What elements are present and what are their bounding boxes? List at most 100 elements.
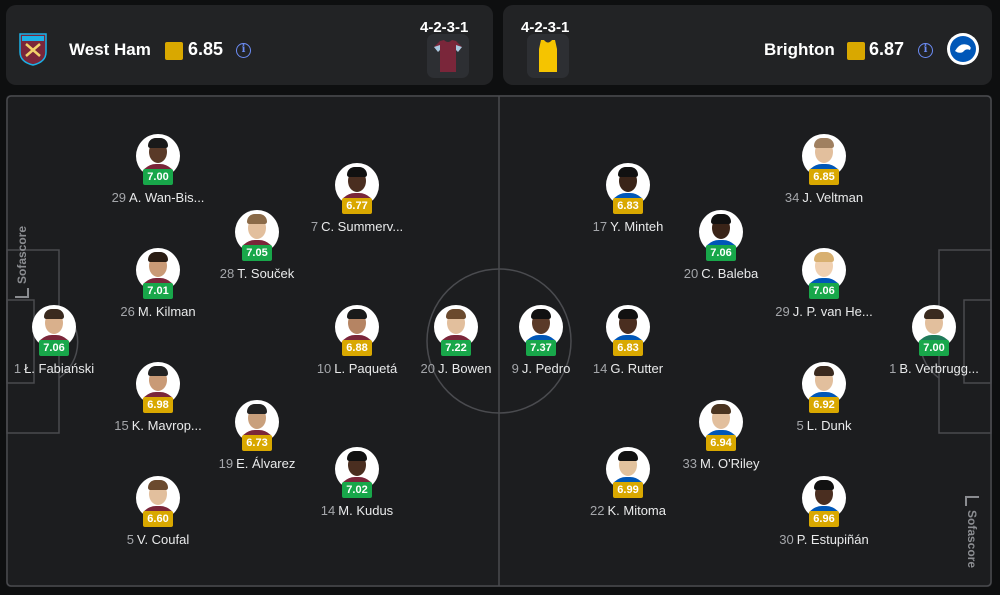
player-rating: 6.85 <box>809 169 839 185</box>
home-team-rating: 6.85 <box>188 39 224 59</box>
player-number: 26 <box>120 304 135 319</box>
player-number: 34 <box>784 190 800 205</box>
player-number: 17 <box>592 219 608 234</box>
info-icon[interactable]: i <box>918 43 933 58</box>
player-rating: 6.94 <box>706 435 736 451</box>
player-rating: 6.73 <box>242 435 272 451</box>
player-name: M. Kilman <box>137 304 196 319</box>
home-team-name[interactable]: West Ham <box>69 40 151 59</box>
player-number: 30 <box>779 532 794 547</box>
player-number: 1 <box>889 361 897 376</box>
player-name: B. Verbrugg... <box>899 361 979 376</box>
away-rating-color-box <box>847 42 865 60</box>
player-rating: 7.00 <box>919 340 949 356</box>
player-name: J. Veltman <box>802 190 864 205</box>
player-number: 19 <box>218 456 234 471</box>
player-rating: 6.96 <box>809 511 839 527</box>
west-ham-crest-icon[interactable] <box>16 32 50 66</box>
home-shirt-icon <box>427 34 469 78</box>
player-name: Ł. Fabiański <box>24 361 95 376</box>
player-rating: 7.37 <box>526 340 556 356</box>
player-name: P. Estupiñán <box>796 532 869 547</box>
player-rating: 6.99 <box>613 482 643 498</box>
player-name: C. Summerv... <box>321 219 404 234</box>
player-rating: 7.06 <box>39 340 69 356</box>
player-number: 22 <box>590 503 605 518</box>
sofascore-watermark: Sofascore <box>15 226 30 299</box>
player-number: 14 <box>320 503 336 518</box>
player-rating: 7.02 <box>342 482 372 498</box>
pitch-lines <box>6 95 992 587</box>
player-name: L. Dunk <box>806 418 852 433</box>
player-rating: 7.00 <box>143 169 173 185</box>
away-team-name[interactable]: Brighton <box>764 40 835 59</box>
home-team-header: West Ham 6.85 i 4-2-3-1 <box>6 5 493 85</box>
player-name: J. P. van He... <box>792 304 873 319</box>
info-icon[interactable]: i <box>236 43 251 58</box>
player-name: M. Kudus <box>338 503 394 518</box>
player-rating: 6.83 <box>613 198 643 214</box>
away-shirt-icon <box>527 34 569 78</box>
player-rating: 7.05 <box>242 245 272 261</box>
player-rating: 6.77 <box>342 198 372 214</box>
player-number: 7 <box>310 219 319 234</box>
player-rating: 7.06 <box>706 245 736 261</box>
home-rating-color-box <box>165 42 183 60</box>
player-name: J. Pedro <box>521 361 571 376</box>
player-name: C. Baleba <box>701 266 759 281</box>
sofascore-watermark: Sofascore <box>965 495 980 568</box>
player-number: 15 <box>114 418 129 433</box>
home-formation: 4-2-3-1 <box>420 19 469 36</box>
player-rating: 6.60 <box>143 511 173 527</box>
player-name: Y. Minteh <box>610 219 664 234</box>
player-number: 29 <box>775 304 790 319</box>
player-rating: 7.22 <box>441 340 471 356</box>
player-name: V. Coufal <box>136 532 190 547</box>
away-formation: 4-2-3-1 <box>521 19 570 36</box>
sofascore-logo-icon <box>965 495 980 506</box>
player-name: M. O'Riley <box>699 456 760 471</box>
player-number: 20 <box>683 266 699 281</box>
player-number: 1 <box>13 361 22 376</box>
player-name: K. Mavrop... <box>131 418 202 433</box>
player-number: 5 <box>126 532 134 547</box>
player-number: 20 <box>420 361 435 376</box>
player-rating: 6.98 <box>143 397 173 413</box>
player-rating: 6.88 <box>342 340 372 356</box>
brighton-crest-icon[interactable] <box>946 32 980 66</box>
away-team-header: 4-2-3-1 Brighton 6.87 i <box>503 5 992 85</box>
player-number: 14 <box>592 361 608 376</box>
player-rating: 6.83 <box>613 340 643 356</box>
player-number: 10 <box>316 361 332 376</box>
player-name: L. Paquetá <box>334 361 398 376</box>
player-name: J. Bowen <box>437 361 492 376</box>
player-number: 9 <box>511 361 519 376</box>
player-name: E. Álvarez <box>236 456 296 471</box>
player-number: 28 <box>219 266 235 281</box>
player-number: 33 <box>682 456 697 471</box>
player-number: 29 <box>111 190 127 205</box>
